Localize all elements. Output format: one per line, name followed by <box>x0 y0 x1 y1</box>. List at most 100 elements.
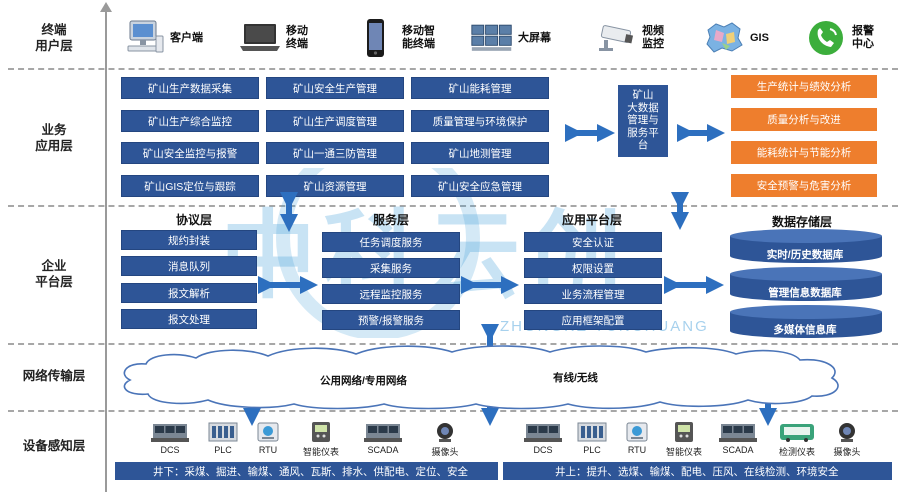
device-label: SCADA <box>722 445 754 455</box>
smartphone-icon <box>354 18 398 58</box>
layer-label-terminal: 终端 用户层 <box>35 23 73 53</box>
business-box: 矿山能耗管理 <box>411 77 549 99</box>
network-cloud <box>123 345 839 410</box>
device-label: RTU <box>258 445 278 455</box>
device-item: PLC <box>567 421 617 455</box>
device-item: 摄像头 <box>420 421 470 458</box>
terminal-label: 视频 监控 <box>642 25 664 50</box>
device-label: DCS <box>533 445 553 455</box>
terminal-label: 大屏幕 <box>518 31 551 44</box>
device-item: DCS <box>518 421 568 455</box>
footer-surface: 井上：提升、选煤、输煤、配电、压风、在线检测、环境安全 <box>503 462 892 480</box>
bigdata-platform-box: 矿山 大数据 管理与 服务平 台 <box>618 85 668 157</box>
protocol-box: 消息队列 <box>121 256 257 276</box>
device-item: 智能仪表 <box>296 421 346 458</box>
service-box: 远程监控服务 <box>322 284 460 304</box>
layer-separator <box>8 68 898 70</box>
device-item: SCADA <box>713 421 763 455</box>
business-box: 矿山地测管理 <box>411 142 549 164</box>
device-label: RTU <box>627 445 647 455</box>
device-label: 智能仪表 <box>665 447 702 457</box>
scada-console-icon <box>358 421 408 443</box>
device-item: 智能仪表 <box>659 421 709 458</box>
network-label-wired: 有线/无线 <box>553 372 598 384</box>
analytics-box: 安全预警与危害分析 <box>731 174 877 197</box>
layer-label-business: 业务 应用层 <box>35 123 73 153</box>
business-box: 矿山生产调度管理 <box>266 110 404 132</box>
analytics-box: 生产统计与绩效分析 <box>731 75 877 98</box>
desktop-computer-icon <box>122 18 166 58</box>
terminal-label: 移动 终端 <box>286 25 308 50</box>
terminal-gis: GIS <box>702 16 769 60</box>
dcs-console-icon <box>518 421 568 443</box>
axis-arrowhead <box>100 2 112 12</box>
analytics-box: 质量分析与改进 <box>731 108 877 131</box>
laptop-icon <box>238 18 282 58</box>
protocol-box: 报文处理 <box>121 309 257 329</box>
device-label: DCS <box>160 445 180 455</box>
device-item: RTU <box>243 421 293 455</box>
terminal-label: 报警 中心 <box>852 25 874 50</box>
terminal-mobile: 移动 终端 <box>238 16 308 60</box>
device-label: SCADA <box>367 445 399 455</box>
layer-separator <box>8 343 898 345</box>
inspection-instrument-icon <box>772 421 822 443</box>
service-box: 采集服务 <box>322 258 460 278</box>
device-label: 摄像头 <box>833 447 861 457</box>
database-label: 实时/历史数据库 <box>766 249 844 261</box>
terminal-label: 移动智 能终端 <box>402 25 435 50</box>
app-platform-box: 应用框架配置 <box>524 310 662 330</box>
terminal-label: 客户端 <box>170 31 203 44</box>
device-item: 检测仪表 <box>772 421 822 458</box>
device-label: 智能仪表 <box>302 447 339 457</box>
map-icon <box>702 18 746 58</box>
dcs-console-icon <box>145 421 195 443</box>
terminal-label: GIS <box>750 31 769 44</box>
network-label-public: 公用网络/专用网络 <box>320 375 407 387</box>
device-item: SCADA <box>358 421 408 455</box>
app-platform-box: 权限设置 <box>524 258 662 278</box>
business-box: 矿山一通三防管理 <box>266 142 404 164</box>
business-box: 矿山资源管理 <box>266 175 404 197</box>
rtu-icon <box>612 421 662 443</box>
camera-icon <box>822 421 872 443</box>
device-label: 检测仪表 <box>778 447 815 457</box>
analytics-box: 能耗统计与节能分析 <box>731 141 877 164</box>
plc-icon <box>567 421 617 443</box>
terminal-video: 视频 监控 <box>594 16 664 60</box>
device-label: PLC <box>214 445 232 455</box>
business-box: 矿山安全应急管理 <box>411 175 549 197</box>
protocol-box: 报文解析 <box>121 283 257 303</box>
database-label: 管理信息数据库 <box>768 287 842 299</box>
device-label: 摄像头 <box>431 447 459 457</box>
service-box: 任务调度服务 <box>322 232 460 252</box>
layer-separator <box>8 205 898 207</box>
business-box: 矿山安全监控与报警 <box>121 142 259 164</box>
app-platform-box: 业务流程管理 <box>524 284 662 304</box>
layer-label-platform: 企业 平台层 <box>35 259 73 289</box>
service-title: 服务层 <box>373 213 410 227</box>
scada-console-icon <box>713 421 763 443</box>
rtu-icon <box>243 421 293 443</box>
device-item: RTU <box>612 421 662 455</box>
vertical-axis <box>105 10 107 492</box>
protocol-box: 规约封装 <box>121 230 257 250</box>
service-box: 预警/报警服务 <box>322 310 460 330</box>
video-wall-icon <box>470 18 514 58</box>
plc-icon <box>198 421 248 443</box>
database-cylinders <box>730 229 882 338</box>
app-platform-title: 应用平台层 <box>562 213 623 227</box>
device-item: 摄像头 <box>822 421 872 458</box>
app-platform-box: 安全认证 <box>524 232 662 252</box>
smart-meter-icon <box>296 421 346 443</box>
layer-label-device: 设备感知层 <box>22 439 86 453</box>
phone-alarm-icon <box>804 18 848 58</box>
smart-meter-icon <box>659 421 709 443</box>
business-box: 质量管理与环境保护 <box>411 110 549 132</box>
layer-separator <box>8 410 898 412</box>
surveillance-camera-icon <box>594 18 638 58</box>
footer-underground: 井下：采煤、掘进、输煤、通风、瓦斯、排水、供配电、定位、安全 <box>115 462 498 480</box>
camera-icon <box>420 421 470 443</box>
device-item: DCS <box>145 421 195 455</box>
